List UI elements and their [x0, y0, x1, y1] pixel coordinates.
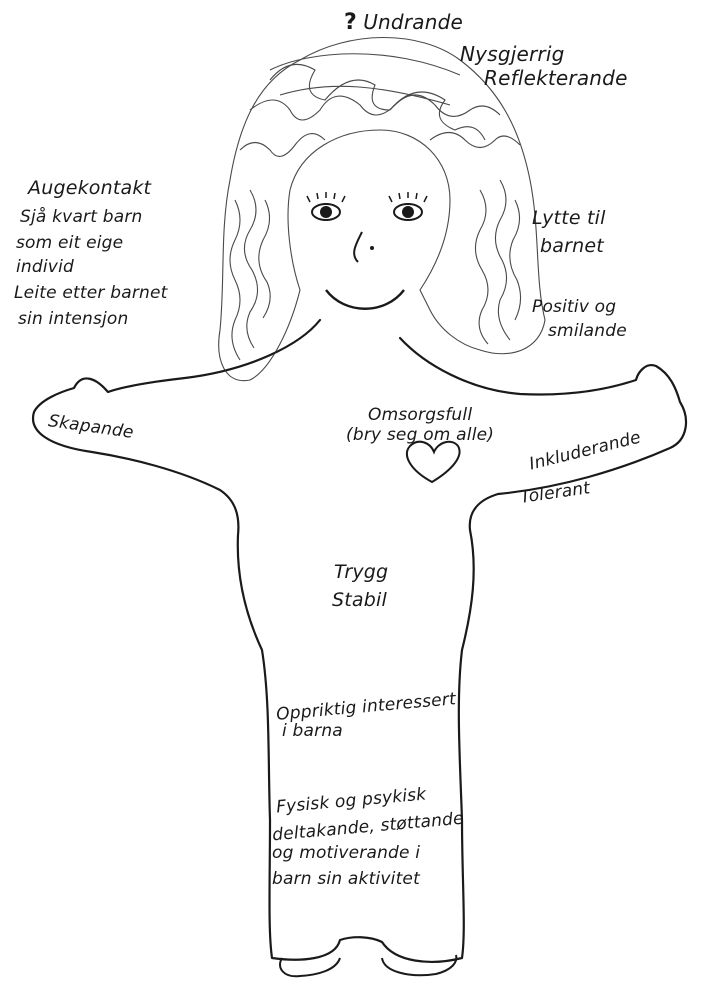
head-line-1: Undrande [363, 10, 463, 34]
right-note-listen-1: Lytte til [532, 206, 606, 230]
left-note-2: Sjå kvart barn [20, 206, 143, 228]
left-foot-line [280, 958, 340, 976]
right-eye [389, 192, 427, 220]
chest-line-2: (bry seg om alle) [346, 424, 494, 446]
head-line-3: Reflekterande [484, 66, 628, 91]
right-foot-line [382, 955, 456, 975]
smile-line [326, 290, 404, 309]
body-safe-line-1: Trygg [334, 560, 388, 584]
left-note-3: som eit eige [16, 232, 123, 254]
left-eye [307, 192, 345, 220]
head-note-curious: ? Undrande [344, 10, 463, 35]
body-outline [33, 320, 686, 962]
nose-dot [370, 246, 374, 250]
head-line-2: Nysgjerrig [460, 42, 564, 67]
left-note-6: sin intensjon [18, 308, 129, 330]
body-active-line-3: og motiverande i [272, 842, 420, 864]
body-active-line-4: barn sin aktivitet [272, 868, 420, 890]
right-note-listen-2: barnet [540, 234, 604, 258]
heart-icon [407, 442, 460, 482]
chest-line-1: Omsorgsfull [368, 404, 472, 426]
question-mark-icon: ? [344, 10, 357, 35]
left-note-1: Augekontakt [28, 176, 151, 200]
body-interest-line-2: i barna [282, 720, 343, 742]
right-note-smile-2: smilande [548, 320, 627, 342]
left-note-4: individ [16, 256, 74, 278]
right-note-smile-1: Positiv og [532, 296, 616, 318]
body-safe-line-2: Stabil [332, 588, 387, 612]
left-note-5: Leite etter barnet [14, 282, 168, 304]
nose-line [354, 232, 362, 262]
